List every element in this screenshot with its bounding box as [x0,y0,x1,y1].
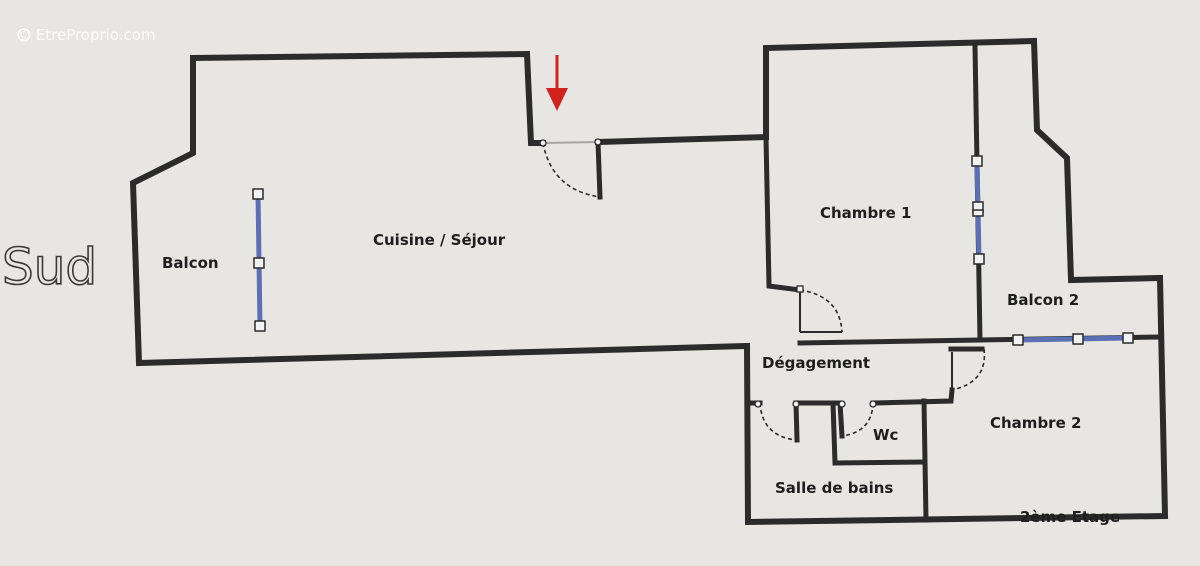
glass-pin [1122,332,1134,344]
chambre-2-door [951,348,986,391]
room-label-balcon-2: Balcon 2 [1007,291,1079,309]
wc-door [838,400,877,437]
glass-pin [972,209,984,217]
red-down-arrow-icon [546,55,568,111]
copyright-icon [17,28,31,42]
wall-bath-door-jamb [793,400,800,443]
chambre-1-door [796,285,843,333]
walls [129,37,1169,526]
room-label-cuisine-sejour: Cuisine / Séjour [373,231,506,249]
wall-wc-door-jamb [837,400,845,439]
room-label-wc: Wc [873,426,898,444]
glass-pin [1012,334,1024,346]
floor-label: 2ème Etage [1020,508,1120,526]
glass-partitions [252,155,1134,346]
wall-corridor-top [594,133,770,146]
wall-outline-west [189,50,546,146]
room-label-chambre-2: Chambre 2 [990,414,1081,432]
room-label-chambre-1: Chambre 1 [820,204,911,222]
wall-chambre-1-bottom [797,337,981,346]
wall-west-side [129,55,751,367]
wall-degagement-bottom-right [870,387,955,406]
orientation-label: Sud [2,238,97,296]
room-label-salle-de-bains: Salle de bains [775,479,893,497]
salle-de-bains-door [754,400,800,441]
watermark-text: © EtreProprio.com [16,26,156,44]
glass-pin [1072,333,1084,345]
room-label-balcon: Balcon [162,254,219,272]
glass-pin [971,155,983,167]
room-labels: Balcon Cuisine / Séjour Chambre 1 Balcon… [162,204,1081,497]
glass-pin [973,253,985,265]
watermark: © EtreProprio.com [16,26,156,44]
entrance-door [539,138,602,198]
wall-door-jamb [595,139,603,200]
glass-pin [252,188,264,200]
wall-chambre-1-left [763,134,803,293]
wall-chambre-1 [743,37,1169,526]
glass-pin [254,320,266,332]
room-label-degagement: Dégagement [762,354,870,372]
glass-pin [253,257,265,269]
doors [539,138,986,441]
wall-wc-left [830,400,927,466]
